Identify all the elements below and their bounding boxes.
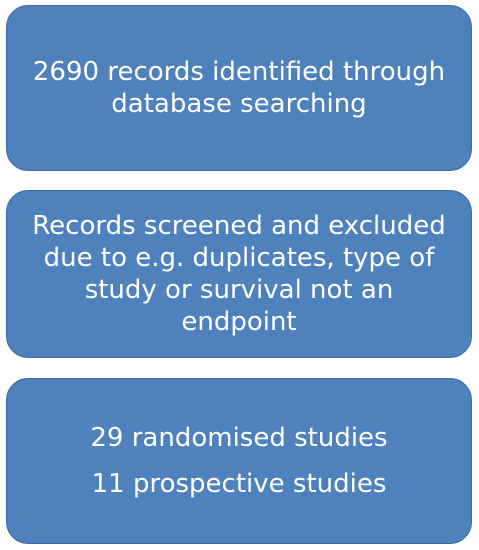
included-studies-box: 29 randomised studies 11 prospective stu… — [4, 376, 474, 546]
records-screened-box: Records screened and excluded due to e.g… — [4, 188, 474, 360]
box-text-line: 2690 records identified through — [32, 57, 446, 87]
records-identified-box: 2690 records identified through database… — [4, 3, 474, 173]
box-text-line: 11 prospective studies — [91, 469, 387, 499]
box-text-line: study or survival not an — [84, 275, 394, 305]
box-text-line: endpoint — [181, 307, 297, 337]
box-text-line: Records screened and excluded — [32, 211, 446, 241]
box-text-line: database searching — [111, 89, 367, 119]
box-text-line: due to e.g. duplicates, type of — [43, 243, 435, 273]
box-text-line: 29 randomised studies — [90, 423, 388, 453]
